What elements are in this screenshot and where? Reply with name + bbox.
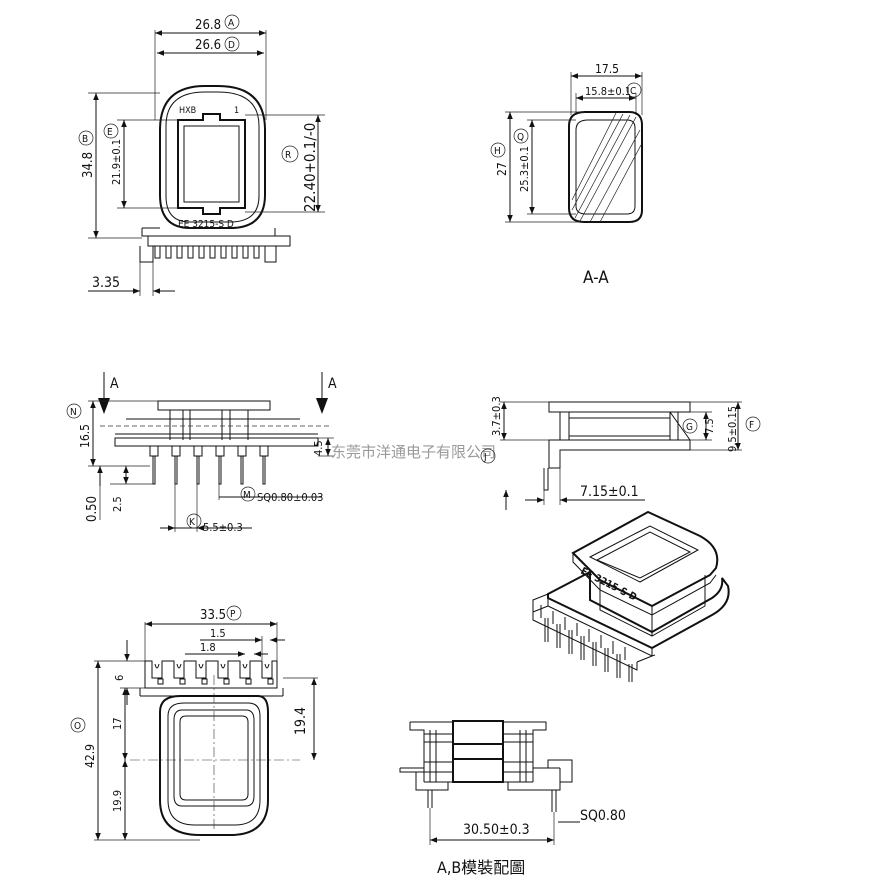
dim-height-outer: 34.8 [81,152,96,178]
dim-width-inner: 26.6 [195,38,221,53]
dim-height-inner-tag: E [107,127,113,138]
mark-bottom: EE 3215-S D [178,219,234,230]
front-view: A A 16.5 N 4.5 0.50 2.5 [66,372,337,534]
dim-width-inner-tag: D [228,40,235,51]
dim-assembly-pin-square: SQ0.80 [580,808,626,824]
assembly-caption: A,B模裝配圖 [437,858,525,877]
dim-height-inner: 21.9±0.1 [110,139,123,185]
dim-aa-height-tag: H [494,146,501,157]
dim-front-pin-square-tag: M [243,490,251,501]
dim-aa-height: 27 [495,162,509,176]
dim-bottom-slot-1: 1.5 [210,627,226,640]
dim-aa-width: 17.5 [595,62,619,76]
dim-side-left-tag: J [483,452,487,463]
dim-front-pin-square: SQ0.80±0.03 [257,491,323,504]
company-watermark: 东莞市洋通电子有限公司 [331,443,496,461]
dim-side-total: 9.5±0.15 [726,406,739,452]
section-aa-label: A-A [583,268,609,288]
dim-assembly-pin-span: 30.50±0.3 [463,822,530,838]
dim-bottom-total-height: 42.9 [83,744,97,768]
section-mark-left: A [110,376,119,392]
top-view: 26.8 A 26.6 D HXB 1 EE 3215-S D 34.8 B 2… [78,14,325,296]
dim-height-outer-tag: B [82,134,88,145]
side-view: 3.7±0.3 J 7.5 G 9.5±0.15 F 7.15±0.1 [480,396,761,510]
isometric-view: EE 3215-S D [532,510,730,682]
dim-bottom-length-tag: P [230,609,236,620]
dim-side-flange: 3.7±0.3 [490,396,503,436]
dim-side-inner-tag: G [686,422,693,433]
dim-side-inner: 7.5 [703,418,716,434]
dim-side-total-tag: F [749,420,754,431]
dim-window: 22.40+0.1/-0 [301,123,319,212]
dim-pin-offset: 3.35 [92,275,120,291]
dim-front-pin-gap: 4.5 [312,440,325,456]
dim-front-pin-length: 2.5 [111,496,124,512]
dim-bottom-length: 33.5 [200,608,226,623]
dim-aa-inner-width: 15.8±0.1 [585,85,631,98]
bottom-view: 33.5 P 1.5 1.8 42.9 [70,605,318,841]
dim-bottom-slot-depth: 6 [113,675,126,681]
dim-front-height-tag: N [70,407,77,418]
dim-bottom-upper: 17 [111,717,124,730]
dim-aa-inner-width-tag: C [630,86,636,97]
dim-window-tag: R [285,150,291,161]
dim-side-pin-offset: 7.15±0.1 [580,484,639,500]
dim-width-outer-tag: A [228,18,235,29]
dim-width-outer: 26.8 [195,18,221,33]
iso-mark: EE 3215-S D [579,566,639,604]
dim-front-pin-pitch-tag: K [189,517,196,528]
mark-top-right: 1 [234,106,239,116]
section-mark-right: A [328,376,337,392]
dim-bottom-lower: 19.9 [111,790,124,812]
dim-aa-inner-height: 25.3±0.1 [518,146,531,192]
dim-front-height: 16.5 [78,424,92,448]
dim-bottom-center: 19.4 [293,707,309,735]
dim-bottom-total-height-tag: O [74,721,81,732]
assembly-view: 30.50±0.3 SQ0.80 A,B模裝配圖 [399,720,626,877]
dim-aa-inner-height-tag: Q [517,132,524,143]
dim-front-base: 0.50 [85,496,100,522]
dim-front-pin-pitch: 5.5±0.3 [203,521,243,534]
dim-bottom-slot-2: 1.8 [200,641,216,654]
mark-top-left: HXB [179,106,196,116]
section-aa-view: 17.5 15.8±0.1 C 27 H 25.3±0.1 Q A-A [490,62,643,288]
